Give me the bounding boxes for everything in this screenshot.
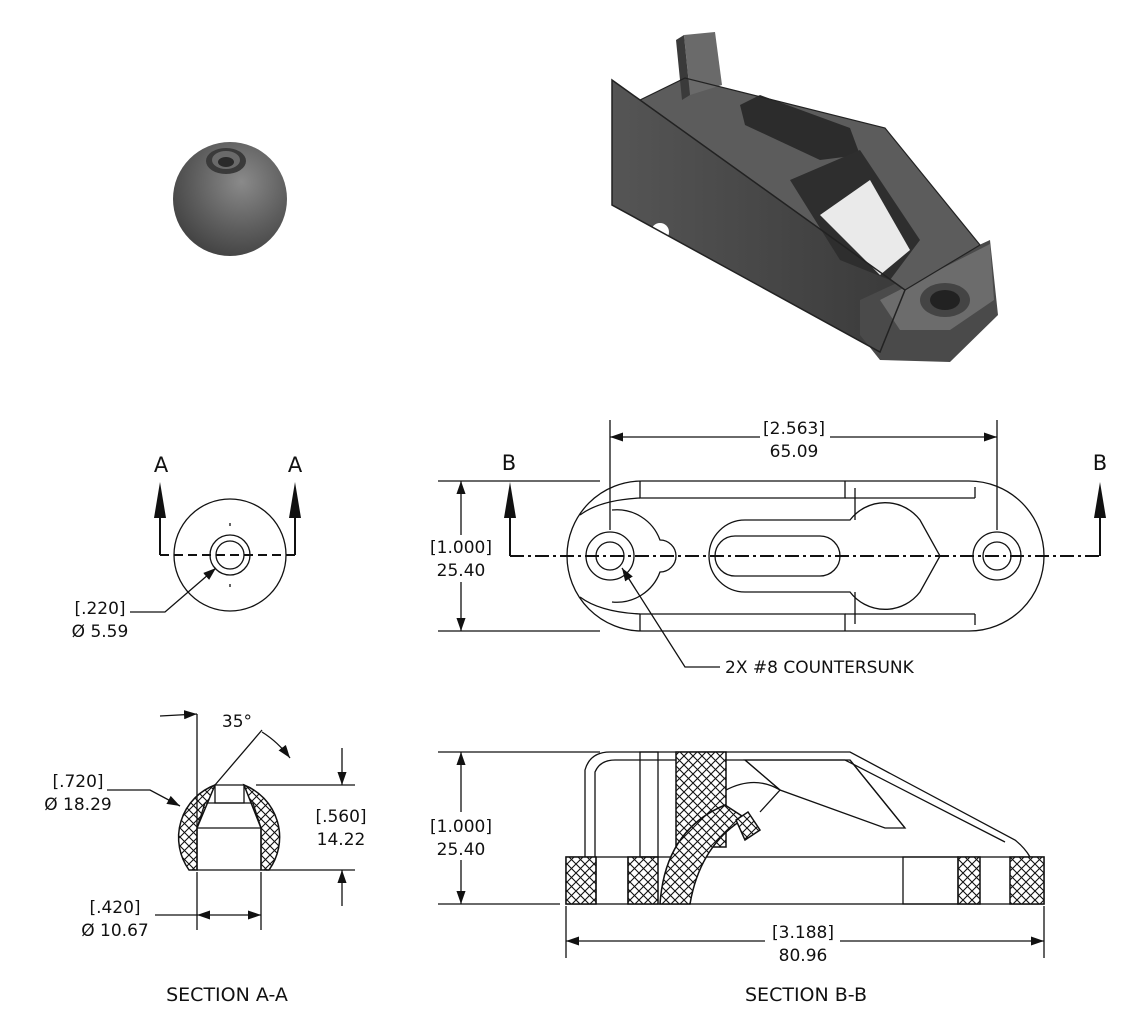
outer-dia-in: [.720] [52, 772, 103, 792]
cleat-isometric [611, 32, 998, 362]
sec-b-height-mm: 25.40 [437, 840, 486, 860]
width-dim-mm: 25.40 [437, 561, 486, 581]
hole-spacing-in: [2.563] [763, 419, 825, 439]
section-a-title: SECTION A-A [166, 984, 288, 1006]
cut-label-b-right: B [1093, 451, 1107, 475]
hole-spacing-mm: 65.09 [770, 442, 819, 462]
section-b-b: [1.000] 25.40 [3.188] 80.96 SECTION B-B [430, 751, 1045, 1006]
ball-front-view: A A [.220] Ø 5.59 [72, 453, 303, 642]
bore-dia-mm: Ø 10.67 [81, 921, 148, 941]
sec-b-length-mm: 80.96 [779, 946, 828, 966]
width-dim-in: [1.000] [430, 538, 492, 558]
hole-dim-in: [.220] [74, 599, 125, 619]
cut-label-b-left: B [502, 451, 516, 475]
section-b-title: SECTION B-B [745, 984, 867, 1006]
bore-dia-in: [.420] [89, 898, 140, 918]
sec-b-length-in: [3.188] [772, 923, 834, 943]
height-dim-in: [.560] [315, 807, 366, 827]
hole-dim-mm: Ø 5.59 [72, 622, 129, 642]
cut-label-a-left: A [154, 453, 169, 477]
cut-label-a-right: A [288, 453, 303, 477]
ball-isometric [173, 142, 287, 256]
angle-dim: 35° [222, 712, 252, 732]
countersunk-note: 2X #8 COUNTERSUNK [725, 658, 915, 678]
cleat-top-view: B B [2.563] 65.09 [1.000] 25.40 2X #8 CO… [430, 419, 1107, 678]
outer-dia-mm: Ø 18.29 [44, 795, 111, 815]
section-a-a: 35° [.720] Ø 18.29 [.560] 14.22 [.420] Ø… [44, 710, 367, 1006]
height-dim-mm: 14.22 [317, 830, 366, 850]
sec-b-height-in: [1.000] [430, 817, 492, 837]
